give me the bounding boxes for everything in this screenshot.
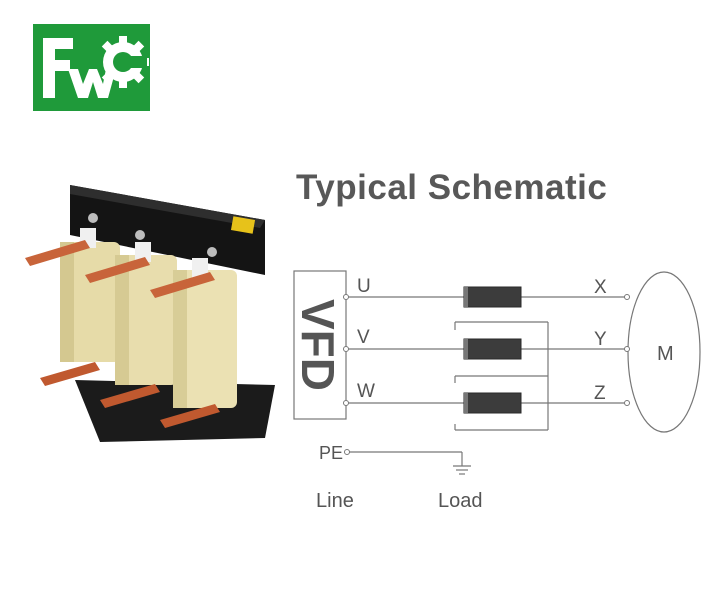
vfd-box [293, 270, 347, 420]
input-label-u: U [357, 276, 371, 297]
coil-v [463, 338, 522, 360]
output-label-x: X [594, 277, 607, 298]
ground-label: PE [319, 443, 343, 463]
vfd-label: VFD [292, 299, 344, 391]
output-label-y: Y [594, 329, 607, 350]
fwc-logo [33, 24, 150, 111]
schematic-title: Typical Schematic [296, 168, 608, 207]
input-label-v: V [357, 327, 370, 348]
coil-w [463, 392, 522, 414]
motor-circle [627, 271, 701, 433]
motor-label: M [657, 343, 674, 365]
line-label: Line [316, 490, 354, 512]
input-label-w: W [357, 381, 375, 402]
coil-u [463, 286, 522, 308]
output-label-z: Z [594, 383, 606, 404]
load-label: Load [438, 490, 483, 512]
reactor-product-image [25, 185, 275, 442]
